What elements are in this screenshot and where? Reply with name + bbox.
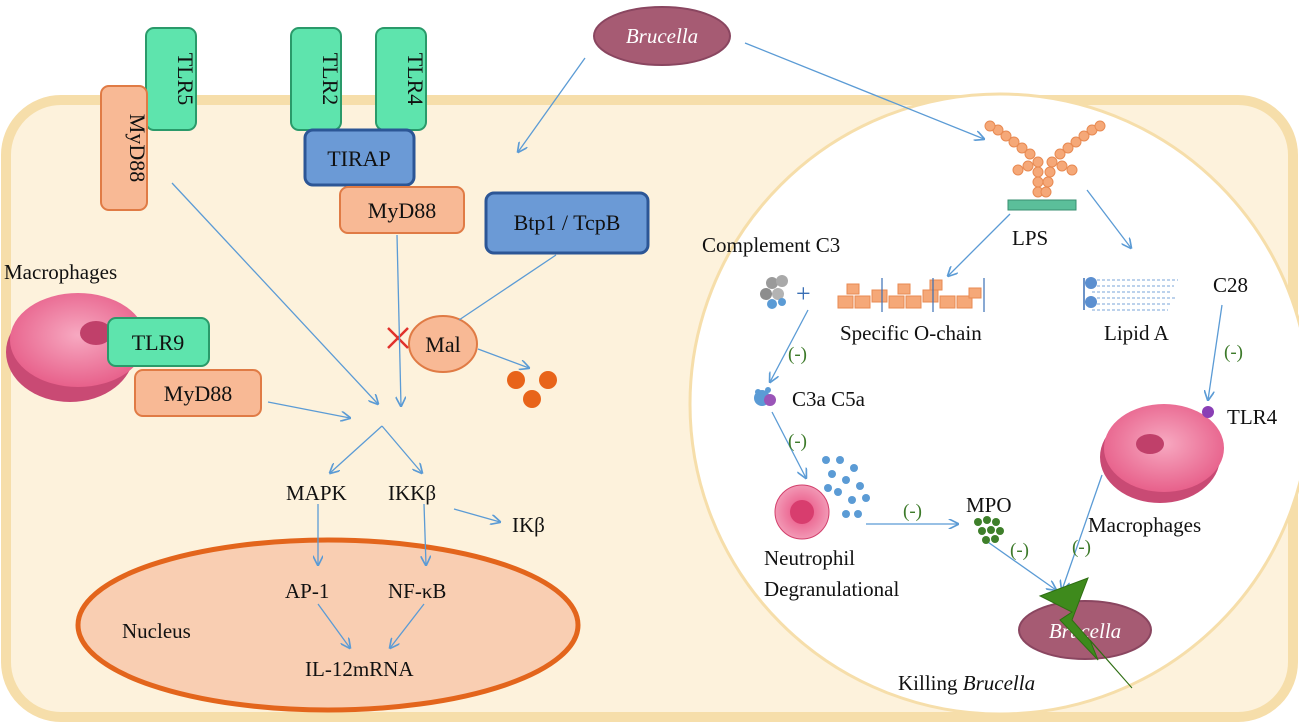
arrow-junction-to-mapk [330,425,383,473]
arrow-lps-to-ochain [948,213,1011,276]
arrow-complement-to-c3a [770,309,809,382]
c28-label: C28 [1213,273,1248,297]
ikb-label: IKβ [512,513,545,537]
complement-c3-label: Complement C3 [702,233,840,257]
neutrophil-icon [774,484,830,540]
arrow-brucella-to-lps [744,42,984,139]
tirap-label: TIRAP [327,146,391,171]
complement-c3-icon [760,275,788,309]
arrow-junction-to-ikkb [381,425,422,473]
myd88-tirap-box [339,186,465,234]
myd88-tlr5-label: MyD88 [125,114,150,182]
arrow-lps-to-lipida [1086,189,1131,248]
arrow-myd88-tirap-down [397,234,401,406]
arrow-brucella-to-btp1 [518,57,586,152]
killing-bolt-icon [1038,577,1133,689]
arrow-macrophage-to-brucella [1062,474,1103,590]
tlr4-right-label: TLR4 [1227,405,1278,429]
tlr5-label: TLR5 [173,53,198,106]
myd88-tirap-label: MyD88 [368,198,436,223]
o-chain-label: Specific O-chain [840,321,982,345]
right-arrows [770,189,1223,590]
ap1-label: AP-1 [285,579,329,603]
mpo-dots [974,516,1004,544]
inhibit-c3a: (-) [788,431,807,452]
right-circle-region [688,92,1299,716]
inhibit-macrophage: (-) [1072,537,1091,558]
arrow-mal-to-dots [477,348,529,368]
arrow-ikkb-to-ikb [453,508,500,522]
myd88-tlr9-box [134,369,262,417]
o-chain-icon [837,279,982,309]
myd88-tlr9-label: MyD88 [164,381,232,406]
tlr9-box [107,317,210,367]
ikkb-label: IKKβ [388,481,436,505]
arrow-nfkb-to-il12 [390,603,425,648]
inhibit-complement: (-) [788,344,807,365]
btp1-tcpb-label: Btp1 / TcpB [514,210,621,235]
mal-circle [408,315,478,373]
tlr5-box [145,27,197,131]
arrow-c28-to-tlr4 [1208,304,1223,400]
nfkb-label: NF-κB [388,579,446,603]
plus-sign: + [796,279,811,308]
inhibit-mpo: (-) [1010,540,1029,561]
arrow-ikkb-to-nfkb [424,503,426,565]
line-btp1-to-mal [458,254,557,321]
lipid-a-icon [1083,277,1178,311]
lipid-a-label: Lipid A [1104,321,1170,345]
c3a-c5a-label: C3a C5a [792,387,866,411]
brucella-top-label: Brucella [626,24,698,48]
macrophage-right [1100,404,1224,503]
arrow-myd88-tlr9-to-junction [267,401,350,418]
killing-italic: Brucella [963,671,1035,695]
left-arrows [171,57,586,648]
brucella-target [1018,600,1152,660]
brucella-top [593,6,731,66]
arrow-myd88-to-junction [171,182,378,404]
myd88-tlr5-box [100,85,148,211]
killing-brucella-label: Killing Brucella [898,671,1035,695]
nucleus-label: Nucleus [122,619,191,643]
tlr2-label: TLR2 [318,53,343,106]
c3a-c5a-icon [754,387,776,406]
lps-structure-icon [984,120,1106,211]
tlr4-label: TLR4 [403,53,428,106]
inhibition-x-mark [387,327,409,349]
mpo-label: MPO [966,493,1012,517]
neutrophil-label-1: Neutrophil [764,546,855,570]
il12-label: IL-12mRNA [305,657,414,681]
nucleus-ellipse [75,537,581,713]
degraded-mal-dots [507,371,557,408]
granule-dots [822,456,870,518]
killing-prefix: Killing [898,671,963,695]
mapk-label: MAPK [286,481,347,505]
inhibit-c28: (-) [1224,342,1243,363]
arrow-mpo-to-brucella [984,539,1056,590]
btp1-tcpb-box [484,191,650,255]
tlr9-label: TLR9 [132,330,185,355]
inhibit-mpo-path: (-) [903,501,922,522]
o-chain-dividers [881,278,985,312]
mal-label: Mal [425,332,460,357]
neutrophil-label-2: Degranulational [764,577,899,601]
tirap-box [303,128,416,187]
lps-label: LPS [1012,226,1048,250]
arrow-ap1-to-il12 [317,603,350,648]
macrophages-left-label: Macrophages [4,260,117,284]
macrophages-right-label: Macrophages [1088,513,1201,537]
arrow-c3a-to-neutrophil [771,411,806,478]
